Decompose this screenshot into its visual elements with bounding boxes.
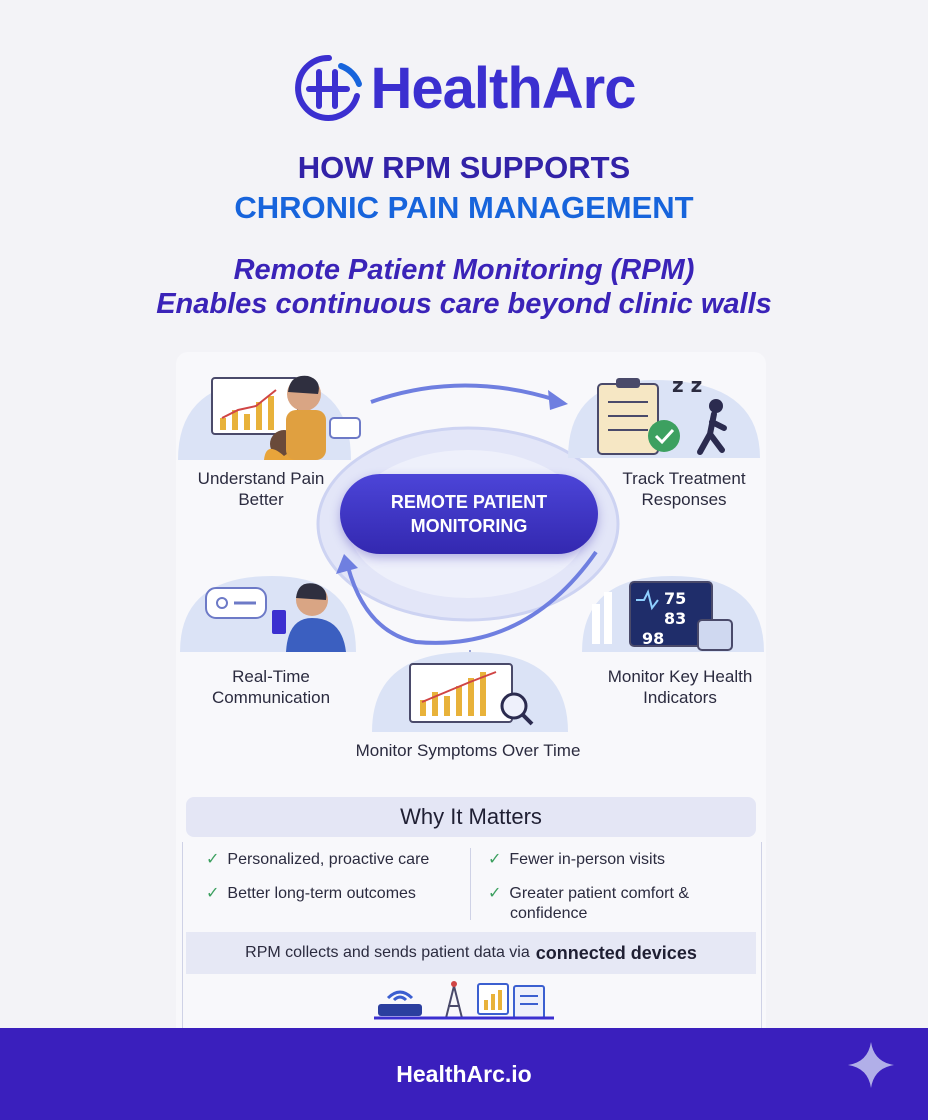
vitals-monitor-icon: 75 83 98 <box>582 576 764 652</box>
check-icon: ✓ <box>488 851 502 868</box>
center-label: REMOTE PATIENT MONITORING <box>340 474 598 554</box>
arrow-right-icon <box>548 390 568 410</box>
svg-text:z z: z z <box>672 373 702 397</box>
signal-tower-icon <box>445 981 463 1019</box>
report-chart-icon <box>477 983 545 1019</box>
check-icon: ✓ <box>488 885 502 902</box>
why-heading: Why It Matters <box>186 797 756 837</box>
why-divider <box>470 848 471 920</box>
svg-text:75: 75 <box>664 589 686 608</box>
chart-magnifier-icon <box>372 652 568 732</box>
page-title-line2: CHRONIC PAIN MANAGEMENT <box>234 190 694 225</box>
benefit-item: ✓Fewer in-person visits <box>488 851 666 868</box>
svg-text:83: 83 <box>664 609 686 628</box>
brand-header: HealthArc <box>0 48 928 128</box>
router-icon <box>378 990 422 1016</box>
why-section <box>182 842 762 1032</box>
benefit-item-continued: confidence <box>510 905 588 922</box>
benefit-item: ✓Personalized, proactive care <box>206 851 430 868</box>
check-icon: ✓ <box>206 885 220 902</box>
benefit-item: ✓Better long-term outcomes <box>206 885 416 902</box>
page-title-line1: HOW RPM SUPPORTS <box>297 150 631 185</box>
sparkle-icon <box>848 1042 894 1088</box>
subtitle-line2: Enables continuous care beyond clinic wa… <box>156 288 772 320</box>
subtitle-line1: Remote Patient Monitoring (RPM) <box>233 254 695 286</box>
checklist-sleep-walk-icon: z z <box>568 373 760 458</box>
svg-text:98: 98 <box>642 629 664 648</box>
footer-bar: HealthArc.io <box>0 1028 928 1120</box>
healtharc-logo-icon <box>294 54 362 121</box>
connected-devices-icons <box>374 981 554 1020</box>
check-icon: ✓ <box>206 851 220 868</box>
node-label-symptoms: Monitor Symptoms Over Time <box>355 741 581 760</box>
brand-name: HealthArc <box>370 55 637 121</box>
diagram-graphics: z z 75 83 98 <box>178 373 764 732</box>
footer-url[interactable]: HealthArc.io <box>396 1060 532 1087</box>
person-with-phone-icon <box>180 576 356 652</box>
person-at-chart-icon <box>178 375 361 460</box>
arrow-up-icon <box>336 554 358 574</box>
benefit-item: ✓Greater patient comfort & <box>488 885 690 902</box>
